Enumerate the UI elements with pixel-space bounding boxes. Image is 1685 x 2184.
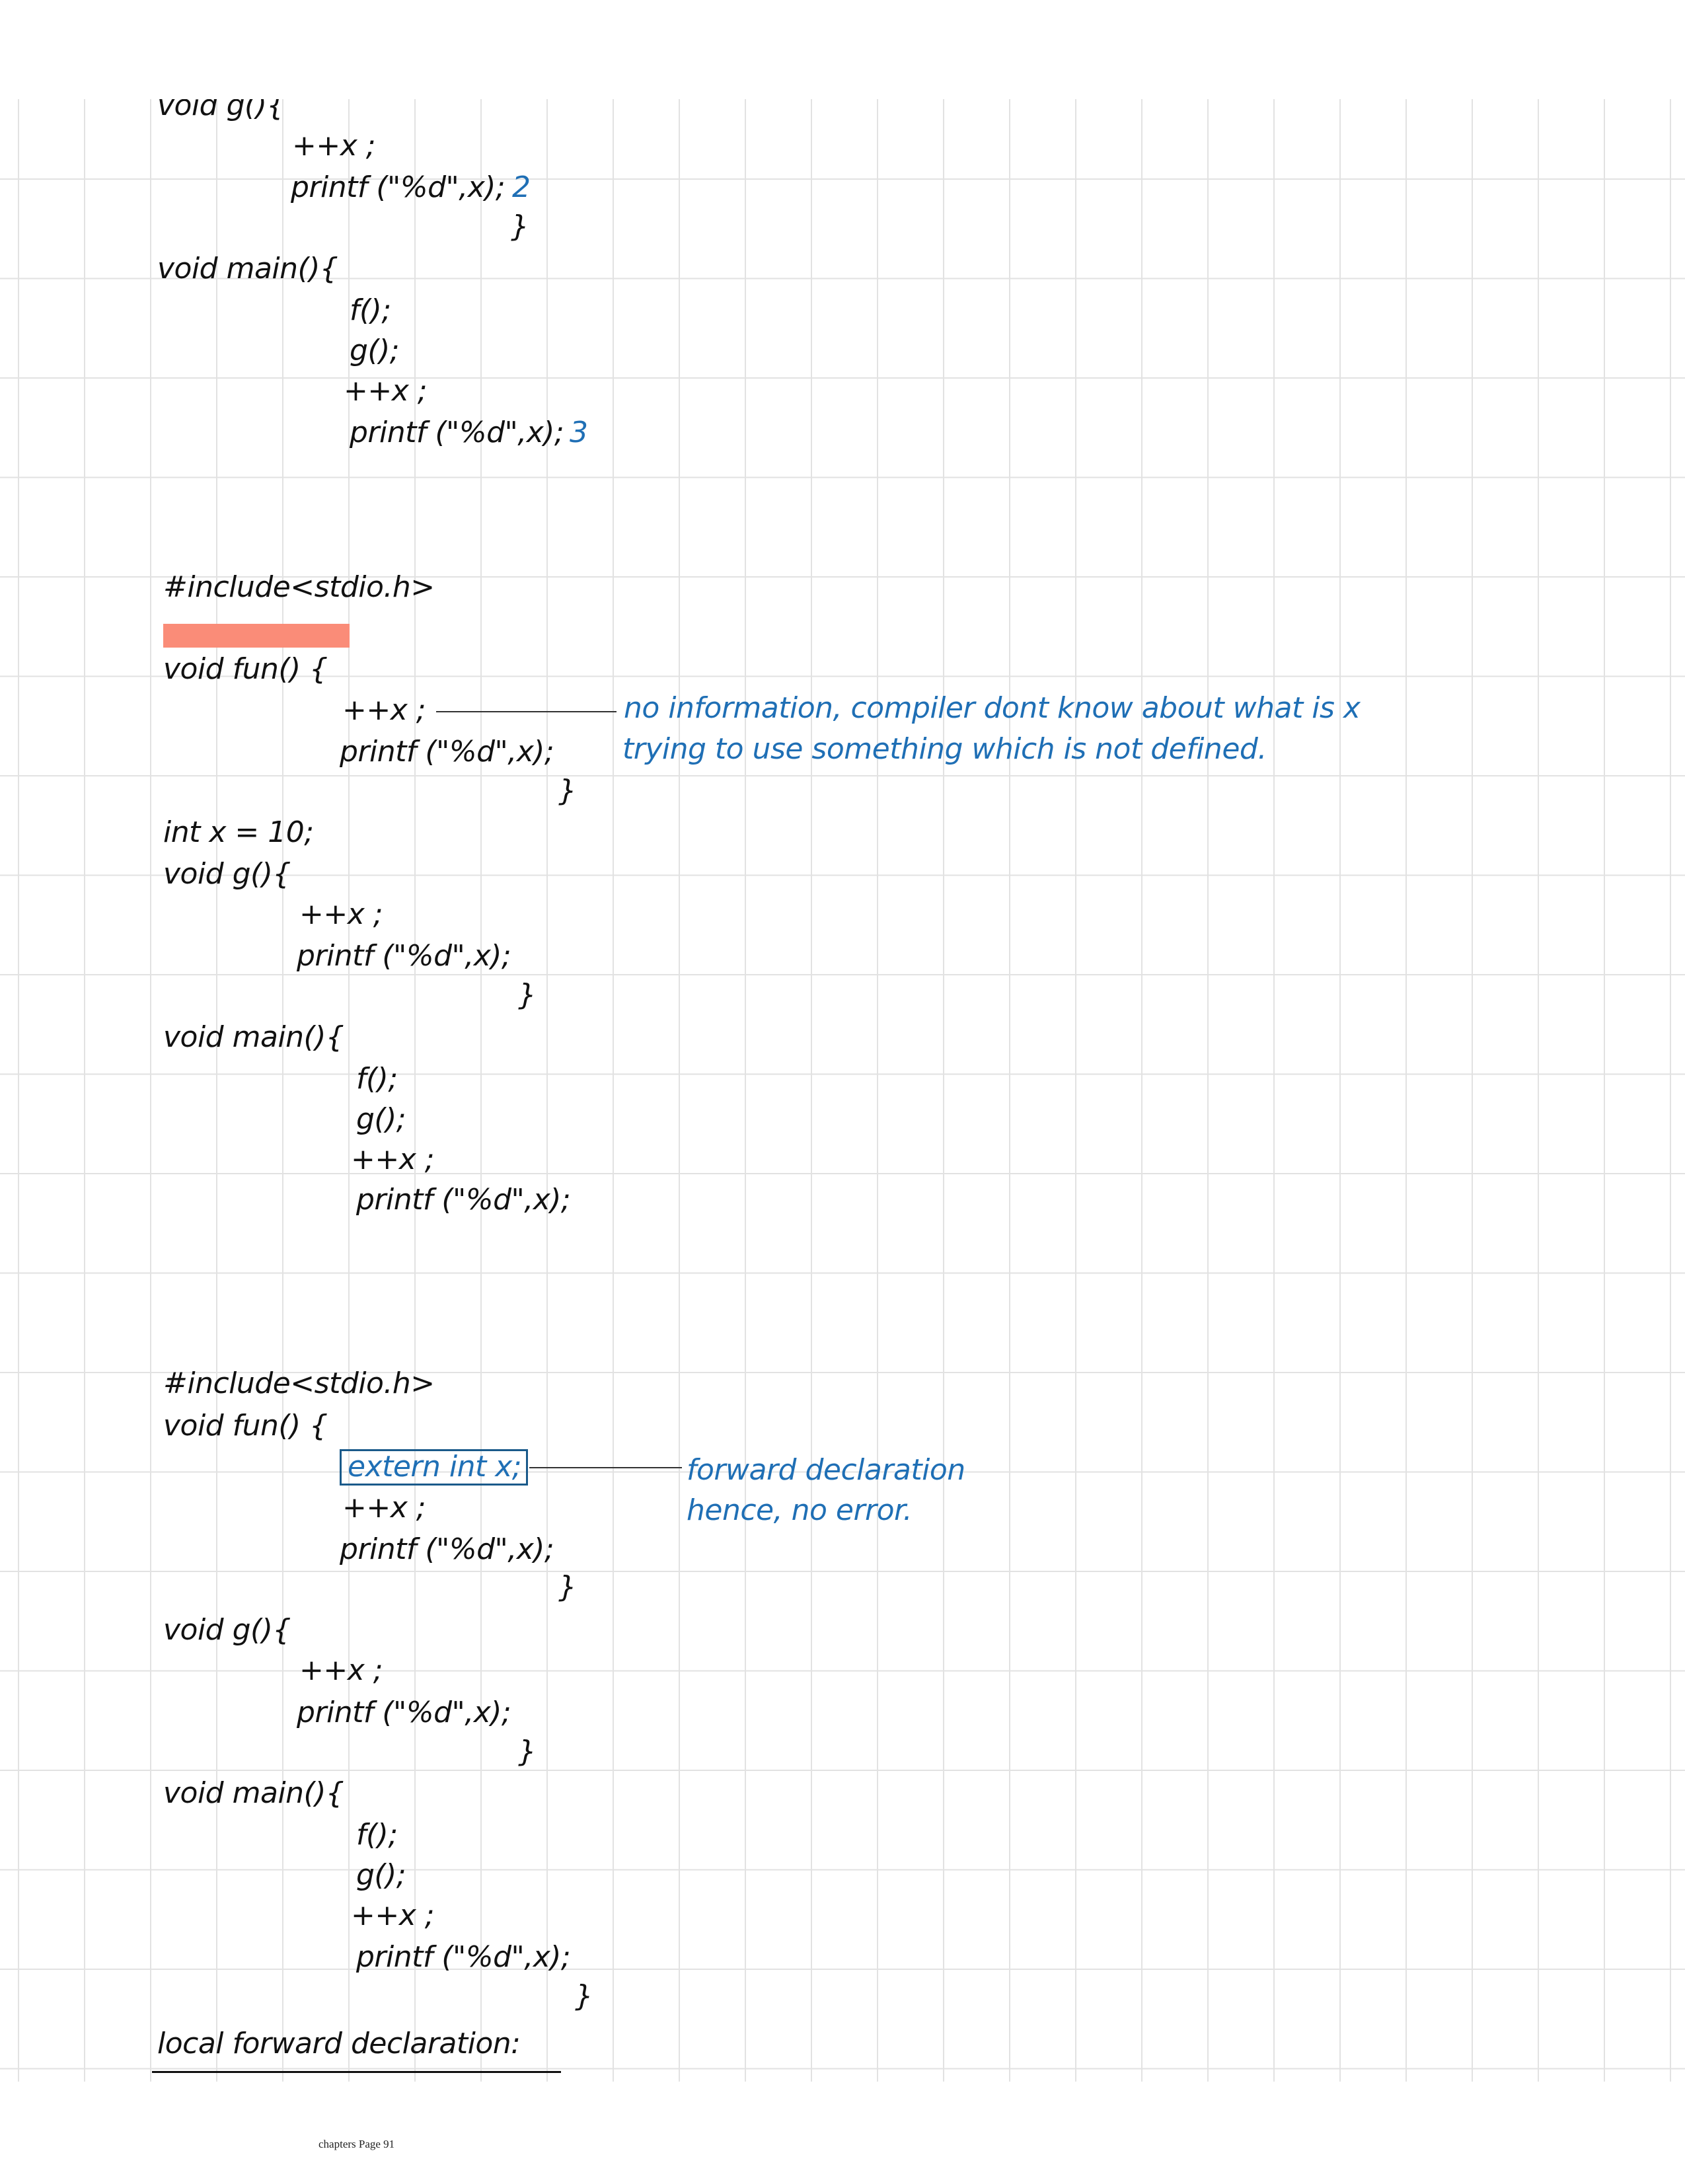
code-line: ++x ;	[351, 1899, 435, 1932]
code-line: printf ("%d",x);	[297, 939, 511, 973]
code-line: printf ("%d",x);	[350, 416, 564, 449]
code-line: printf ("%d",x);	[356, 1183, 571, 1217]
code-line: printf ("%d",x);	[291, 170, 506, 204]
annotation-text: no information, compiler dont know about…	[624, 691, 1361, 725]
code-line: ++x ;	[292, 129, 376, 163]
annotation-connector	[529, 1467, 682, 1468]
code-line: f();	[356, 1818, 398, 1852]
output-annotation: 2	[512, 170, 531, 204]
page-footer: chapters Page 91	[318, 2138, 395, 2150]
code-line: ++x ;	[351, 1143, 435, 1176]
code-line: ++x ;	[299, 1653, 383, 1687]
code-line: #include<stdio.h>	[163, 1367, 435, 1400]
annotation-text: trying to use something which is not def…	[622, 732, 1267, 766]
code-line: void fun() {	[163, 652, 328, 686]
code-line-extern: extern int x;	[348, 1450, 522, 1484]
code-line: void fun() {	[163, 1409, 328, 1443]
code-line: ++x ;	[299, 897, 383, 931]
annotation-text: hence, no error.	[687, 1493, 913, 1527]
code-line: void main(){	[163, 1020, 344, 1054]
code-line: g();	[350, 334, 400, 367]
code-line: }	[518, 1735, 537, 1768]
code-line: void main(){	[163, 1776, 344, 1810]
highlight-mark	[163, 624, 350, 648]
code-line: void g(){	[157, 89, 285, 122]
code-line: }	[511, 209, 529, 243]
grid-background	[0, 99, 1685, 2082]
code-line: f();	[350, 293, 391, 327]
code-line: printf ("%d",x);	[340, 735, 554, 769]
code-line: void g(){	[163, 1613, 291, 1647]
code-line: g();	[356, 1102, 406, 1136]
code-line: }	[558, 774, 577, 808]
code-line: }	[518, 978, 537, 1012]
code-line: printf ("%d",x);	[340, 1532, 554, 1566]
code-line: printf ("%d",x);	[356, 1940, 571, 1974]
heading-underline	[152, 2071, 561, 2073]
code-line: void g(){	[163, 857, 291, 891]
code-line: }	[575, 1979, 593, 2013]
code-line: void main(){	[157, 252, 338, 285]
code-line: f();	[356, 1062, 398, 1096]
code-line: ++x ;	[342, 693, 426, 727]
annotation-text: forward declaration	[687, 1453, 965, 1487]
code-line: #include<stdio.h>	[163, 570, 435, 604]
annotation-connector	[436, 711, 617, 712]
section-heading: local forward declaration:	[157, 2027, 521, 2060]
output-annotation: 3	[570, 416, 588, 449]
code-line: ++x ;	[342, 1491, 426, 1525]
code-line: ++x ;	[344, 374, 428, 408]
code-line: printf ("%d",x);	[297, 1696, 511, 1729]
code-line: g();	[356, 1858, 406, 1892]
highlight-box	[340, 1449, 528, 1486]
code-line: }	[558, 1570, 577, 1604]
code-line: int x = 10;	[163, 815, 314, 849]
